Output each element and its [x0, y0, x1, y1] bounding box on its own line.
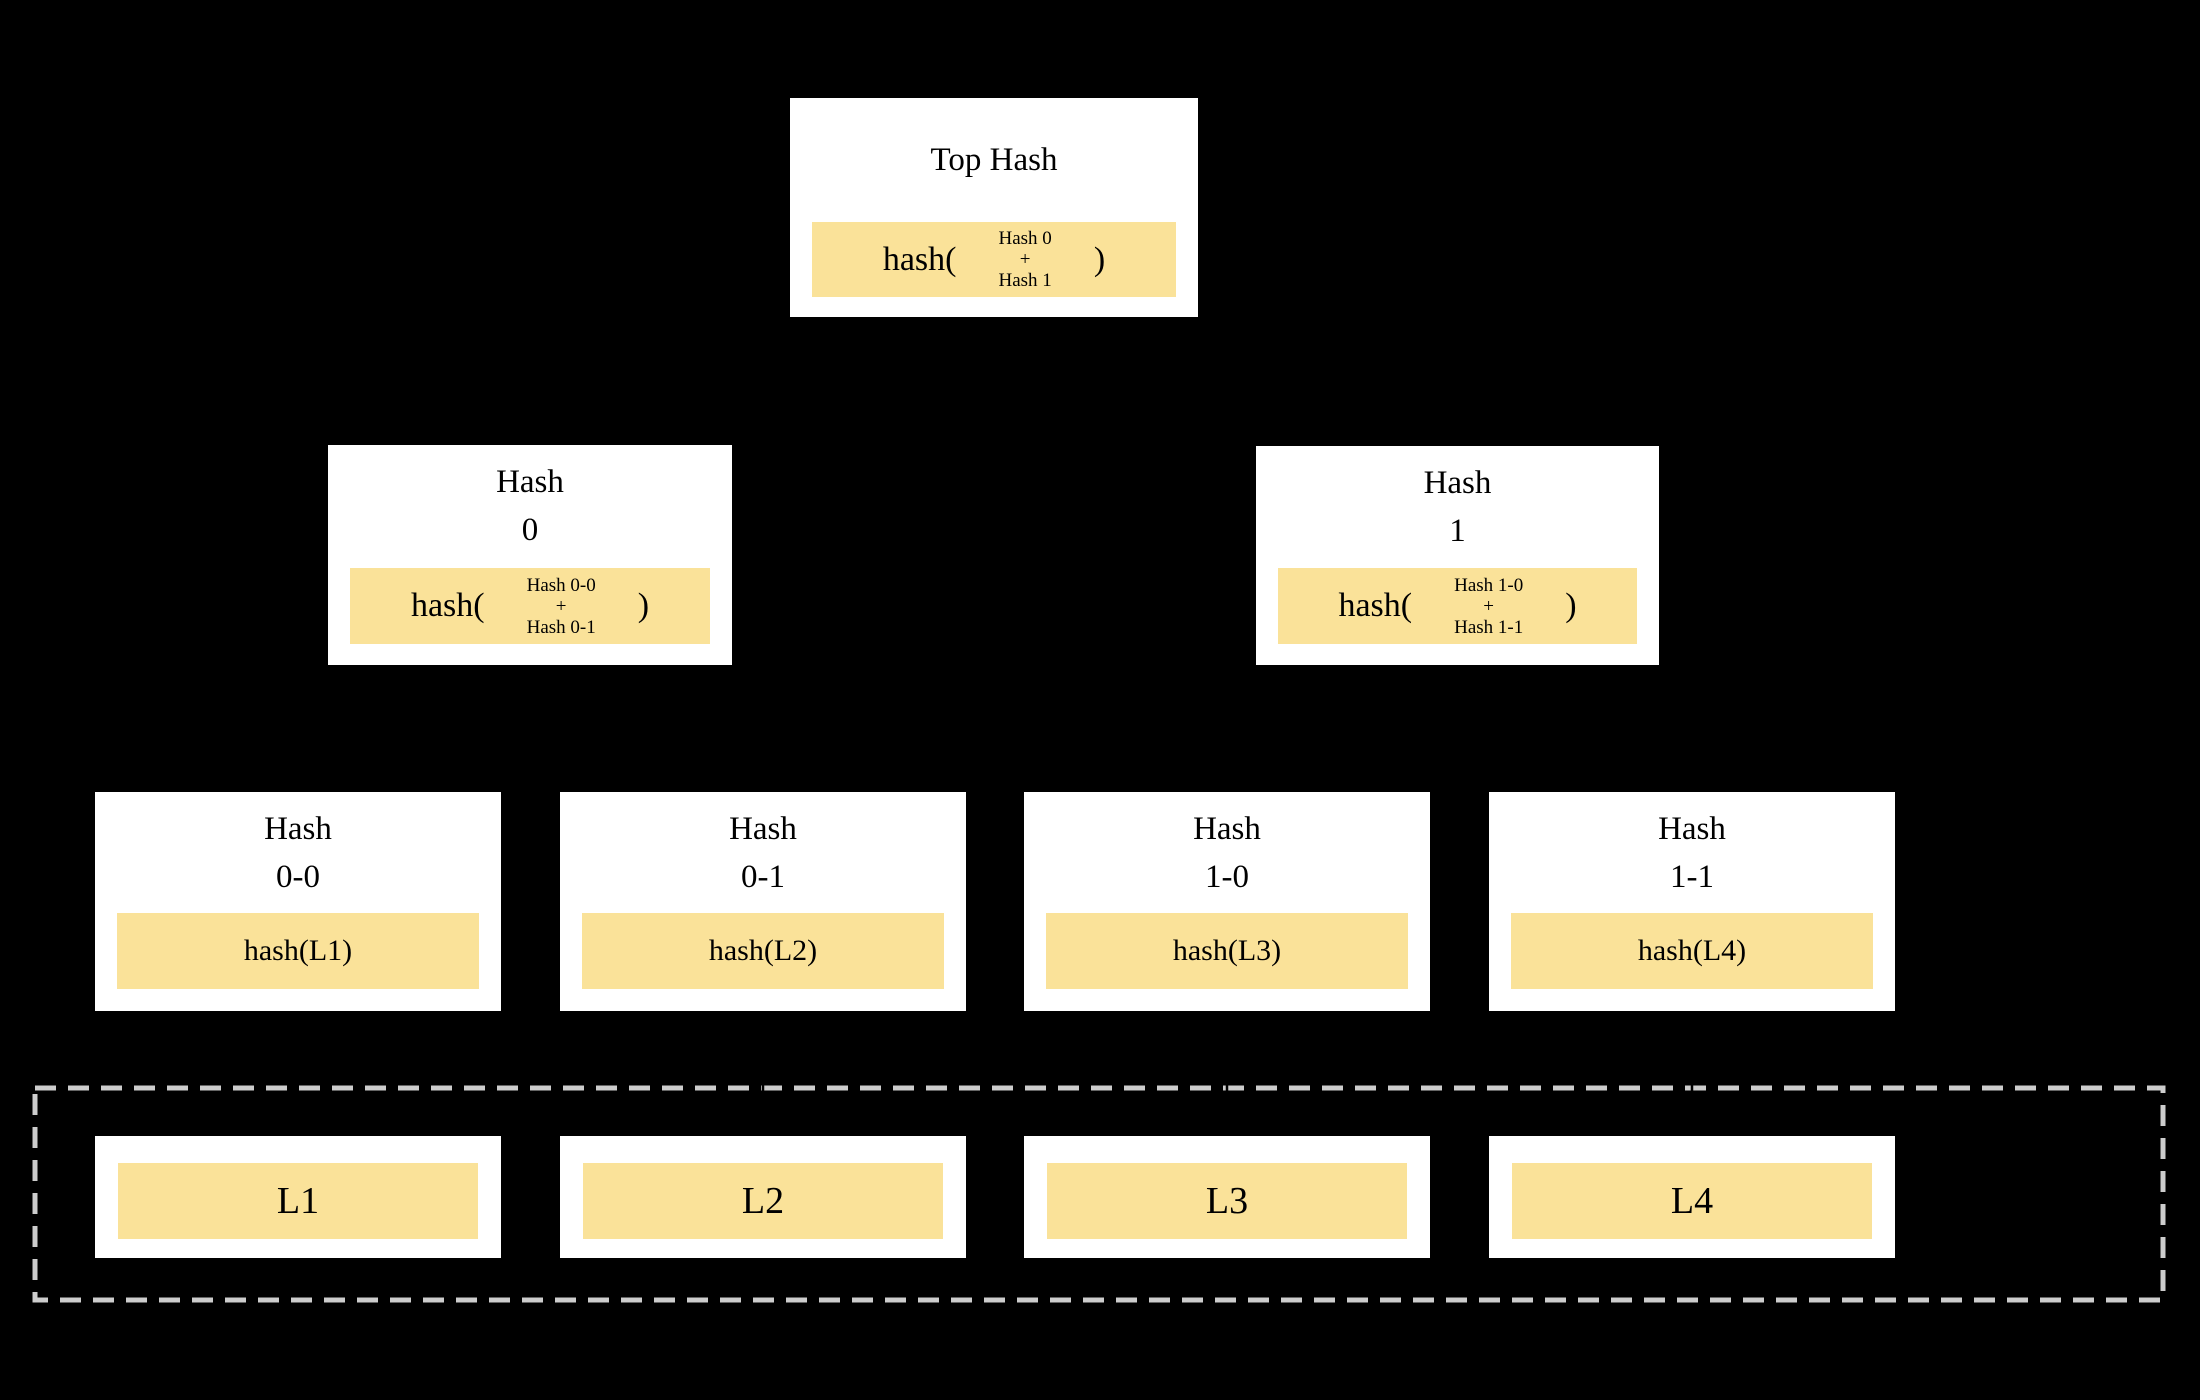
node-hash-0-0: Hash 0-0 hash(L1)	[95, 792, 501, 1011]
hash-fn-close: )	[637, 587, 650, 624]
arrow-hash-0-0-to-hash-0	[297, 652, 628, 798]
data-block-label: L1	[276, 1180, 320, 1222]
arrow-hash-1-to-top-hash	[846, 308, 1458, 451]
node-title-line: 1-1	[1670, 858, 1714, 895]
arrow-hash-0-1-to-hash-0	[426, 652, 764, 798]
node-hash-1-1: Hash 1-1 hash(L4)	[1489, 792, 1895, 1011]
node-title: Hash 0-1	[560, 792, 966, 913]
data-block-band: L1	[118, 1163, 478, 1239]
data-block-label: L4	[1670, 1180, 1714, 1222]
hash-function-band: hash( Hash 0 + Hash 1 )	[812, 222, 1176, 297]
node-title-line: Top Hash	[930, 142, 1058, 178]
hash-expression: hash(L2)	[708, 934, 818, 967]
node-title: Hash 1	[1256, 446, 1659, 568]
data-block-band: L3	[1047, 1163, 1407, 1239]
node-title-line: 1-0	[1205, 858, 1249, 895]
hash-expression: hash(L4)	[1637, 934, 1747, 967]
hash-fn-open: hash(	[882, 240, 957, 278]
node-title: Top Hash	[790, 98, 1198, 222]
data-block-band: L2	[583, 1163, 943, 1239]
node-title: Hash 0	[328, 445, 732, 567]
data-block-band: L4	[1512, 1163, 1872, 1239]
node-title: Hash 1-0	[1024, 792, 1430, 913]
node-title: Hash 0-0	[95, 792, 501, 913]
arrow-hash-0-to-top-hash	[529, 308, 1144, 451]
hash-fn-open: hash(	[1338, 587, 1413, 624]
plus-sign: +	[555, 595, 567, 617]
operand: Hash 1-1	[1454, 616, 1524, 638]
hash-expression: hash(L3)	[1172, 934, 1282, 967]
node-title-line: 1	[1449, 513, 1466, 549]
hash-fn-open: hash(	[410, 587, 485, 624]
operand: Hash 0-1	[526, 616, 596, 638]
leaf-l1: L1	[95, 1136, 501, 1258]
node-hash-1: Hash 1 hash( Hash 1-0 + Hash 1-1 )	[1256, 446, 1659, 665]
plus-sign: +	[1483, 595, 1495, 617]
node-title-line: Hash	[1193, 810, 1261, 847]
hash-expression: hash(L1)	[243, 934, 353, 967]
hash-function-band: hash(L3)	[1046, 913, 1408, 989]
hash-function-band: hash(L1)	[117, 913, 479, 989]
node-title: Hash 1-1	[1489, 792, 1895, 913]
hash-fn-close: )	[1565, 587, 1577, 624]
hash-fn-close: )	[1093, 240, 1106, 278]
node-title-line: Hash	[1658, 810, 1726, 847]
leaf-l3: L3	[1024, 1136, 1430, 1258]
plus-sign: +	[1019, 249, 1031, 270]
node-title-line: Hash	[264, 810, 332, 847]
hash-function-band: hash(L4)	[1511, 913, 1873, 989]
node-title-line: 0-1	[741, 858, 785, 895]
operand: Hash 0	[998, 228, 1052, 249]
hash-function-band: hash(L2)	[582, 913, 944, 989]
operand: Hash 0-0	[526, 574, 596, 596]
leaf-l2: L2	[560, 1136, 966, 1258]
hash-operand-stack: Hash 0-0 + Hash 0-1	[527, 575, 596, 638]
operand: Hash 1	[998, 270, 1052, 291]
node-title-line: 0-0	[276, 858, 320, 895]
operand: Hash 1-0	[1454, 574, 1524, 596]
arrow-hash-1-1-to-hash-1	[1354, 652, 1693, 798]
hash-function-band: hash( Hash 1-0 + Hash 1-1 )	[1278, 568, 1637, 644]
data-block-label: L2	[741, 1180, 785, 1222]
node-top-hash: Top Hash hash( Hash 0 + Hash 1 )	[790, 98, 1198, 317]
hash-function-band: hash( Hash 0-0 + Hash 0-1 )	[350, 568, 710, 644]
node-title-line: Hash	[729, 810, 797, 847]
node-title-line: Hash	[496, 464, 564, 500]
data-block-label: L3	[1205, 1180, 1249, 1222]
node-hash-0-1: Hash 0-1 hash(L2)	[560, 792, 966, 1011]
node-hash-1-0: Hash 1-0 hash(L3)	[1024, 792, 1430, 1011]
arrow-hash-1-0-to-hash-1	[1226, 652, 1554, 798]
node-title-line: 0	[521, 512, 539, 548]
hash-operand-stack: Hash 0 + Hash 1	[999, 228, 1052, 291]
node-hash-0: Hash 0 hash( Hash 0-0 + Hash 0-1 )	[328, 445, 732, 665]
hash-operand-stack: Hash 1-0 + Hash 1-1	[1454, 575, 1523, 638]
node-title-line: Hash	[1423, 465, 1492, 501]
leaf-l4: L4	[1489, 1136, 1895, 1258]
